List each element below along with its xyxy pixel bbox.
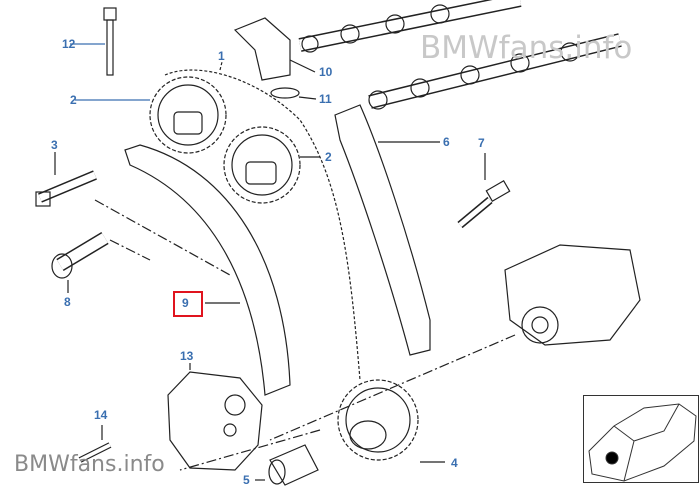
bolt-12	[70, 7, 117, 76]
camshaft-lower	[368, 33, 622, 110]
callout-2-intake[interactable]: 2	[70, 93, 77, 107]
bolt-3	[35, 152, 97, 207]
callout-11[interactable]: 11	[319, 92, 332, 106]
fuel-pump	[269, 244, 641, 441]
tensioner-guide-10	[233, 17, 317, 100]
timing-chain-1	[164, 61, 361, 381]
car-icon	[588, 403, 697, 482]
callout-7[interactable]: 7	[478, 136, 485, 150]
sprocket-exhaust	[223, 126, 320, 204]
highlight-box	[173, 291, 203, 317]
callout-9[interactable]: 9	[182, 296, 189, 310]
bolt-8	[51, 231, 109, 293]
callout-3[interactable]: 3	[51, 138, 58, 152]
callout-2-exhaust[interactable]: 2	[325, 150, 332, 164]
pin-7	[457, 153, 511, 229]
callout-13[interactable]: 13	[180, 349, 194, 363]
callout-8[interactable]: 8	[64, 295, 71, 309]
callout-6[interactable]: 6	[443, 135, 450, 149]
callout-14[interactable]: 14	[94, 408, 108, 422]
watermark-top: BMWfans.info	[420, 30, 633, 66]
vehicle-thumbnail[interactable]	[583, 395, 699, 483]
sprocket-intake	[75, 76, 227, 154]
chain-tensioner-13	[167, 363, 263, 471]
camshaft-upper	[298, 0, 522, 53]
guide-rail-9	[124, 144, 291, 396]
callout-4[interactable]: 4	[451, 456, 458, 470]
callout-1[interactable]: 1	[218, 49, 225, 63]
callout-10[interactable]: 10	[319, 65, 333, 79]
callout-12[interactable]: 12	[62, 37, 76, 51]
sleeve-5	[255, 444, 319, 486]
tensioner-rail-6	[334, 104, 431, 356]
sprocket-crank	[337, 379, 445, 463]
watermark-bottom: BMWfans.info	[14, 452, 165, 477]
screw-14	[78, 425, 112, 463]
callout-5[interactable]: 5	[243, 473, 250, 487]
